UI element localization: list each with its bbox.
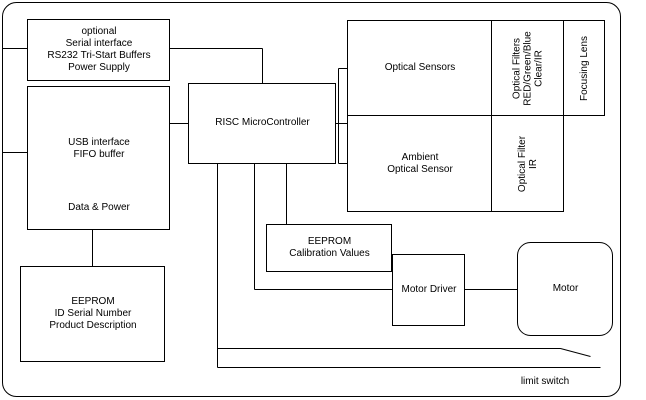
motor-label: Motor — [552, 283, 579, 294]
mcu-label: RISC MicroController — [215, 117, 310, 128]
focusing-lens-block: Focusing Lens — [564, 21, 605, 115]
limit-switch-text: limit switch — [520, 376, 570, 387]
eeprom-id-block: EEPROM ID Serial Number Product Descript… — [21, 267, 165, 361]
serial-block-line-1: optional — [81, 26, 117, 37]
ambient-sensor-line-2: Optical Sensor — [387, 163, 453, 175]
eeprom-id-line-2: ID Serial Number — [54, 308, 132, 319]
serial-block-box — [27, 19, 170, 81]
usb-interface-block-footer: Data & Power — [28, 200, 170, 216]
eeprom-calibration-block: EEPROM Calibration Values — [267, 225, 392, 271]
focusing-lens-label: Focusing Lens — [579, 35, 591, 101]
optical-sensors-label: Optical Sensors — [384, 62, 456, 73]
optical-filters-line-3: Clear/IR — [533, 49, 545, 87]
motor-driver-block: Motor Driver — [393, 255, 465, 325]
usb-block-line-3: Data & Power — [68, 202, 130, 213]
usb-interface-block-title: USB interface FIFO buffer — [28, 134, 170, 164]
serial-block-line-3: RS232 Tri-Start Buffers — [47, 50, 151, 61]
ambient-sensor-line-1: Ambient — [401, 151, 439, 163]
serial-block-line-2: Serial interface — [65, 38, 133, 49]
serial-interface-block: optional Serial interface RS232 Tri-Star… — [28, 20, 170, 80]
ir-filter-line-2: IR — [528, 158, 539, 169]
focusing-lens-block-box — [563, 20, 605, 116]
optical-sensors-block: Optical Sensors — [348, 21, 492, 115]
eeprom-cal-block-box — [266, 224, 392, 272]
risc-microcontroller-block: RISC MicroController — [189, 84, 336, 162]
usb-block-line-2: FIFO buffer — [73, 149, 125, 160]
optical-filters-block: Optical Filters RED/Green/Blue Clear/IR — [492, 21, 564, 115]
eeprom-id-line-3: Product Description — [49, 320, 137, 331]
limit-switch-label: limit switch — [505, 375, 585, 389]
eeprom-id-line-1: EEPROM — [71, 296, 115, 307]
enclosure-outline — [2, 2, 621, 397]
connection-lines — [2, 48, 601, 368]
serial-block-line-4: Power Supply — [68, 62, 130, 73]
eeprom-cal-line-2: Calibration Values — [289, 248, 370, 259]
ir-filter-block: Optical Filter IR — [492, 116, 564, 211]
optical-filters-line-2: RED/Green/Blue — [522, 30, 534, 106]
motor-driver-label: Motor Driver — [401, 284, 457, 295]
motor-block: Motor — [518, 243, 613, 335]
ir-filter-line-1: Optical Filter — [517, 135, 528, 192]
ambient-optical-sensor-block: Ambient Optical Sensor — [348, 116, 492, 211]
usb-block-line-1: USB interface — [68, 137, 130, 148]
usb-block-box — [27, 86, 170, 230]
optical-filters-line-1: Optical Filters — [511, 37, 523, 99]
ir-filter-block-box — [491, 115, 564, 212]
eeprom-cal-line-1: EEPROM — [307, 236, 352, 247]
